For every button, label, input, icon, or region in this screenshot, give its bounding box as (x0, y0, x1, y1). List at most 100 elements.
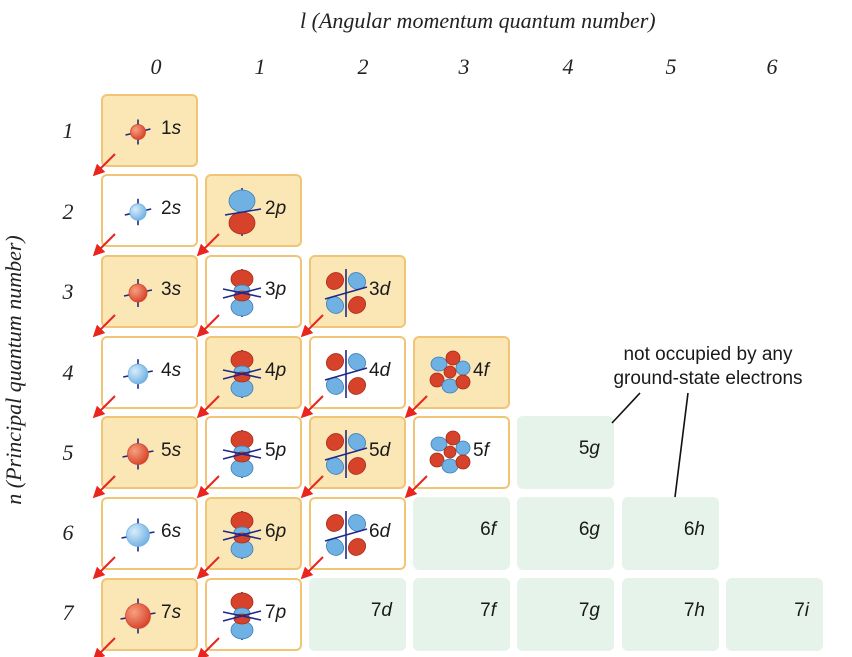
orbital-letter: p (275, 602, 287, 623)
orbital-shape-icon (324, 350, 368, 398)
orbital-n: 3 (369, 279, 380, 300)
orbital-shape-icon (121, 518, 155, 552)
orbital-cell-7h: 7h (622, 578, 719, 651)
orbital-letter: s (171, 360, 182, 381)
orbital-n: 6 (369, 521, 380, 542)
orbital-shape-icon (429, 430, 471, 474)
orbital-n: 2 (161, 198, 172, 219)
orbital-cell-7p: 7p (205, 578, 302, 651)
orbital-letter: p (275, 198, 287, 219)
orbital-n: 3 (161, 279, 172, 300)
orbital-letter: p (275, 440, 287, 461)
orbital-letter: p (275, 279, 287, 300)
n-value-label: 1 (62, 118, 74, 143)
orbital-n: 7 (578, 600, 590, 621)
orbital-shape-icon (120, 598, 156, 634)
orbital-shape-icon (224, 188, 262, 236)
orbital-label: 7s (161, 602, 181, 624)
orbital-letter: d (381, 600, 392, 621)
orbital-shape-icon (122, 438, 154, 470)
orbital-shape-icon (429, 350, 471, 394)
orbital-letter: s (171, 602, 182, 623)
orbital-n: 7 (265, 602, 276, 623)
orbital-label: 5g (579, 438, 600, 460)
orbital-n: 1 (161, 118, 172, 139)
orbital-shape-icon (324, 269, 368, 317)
orbital-n: 6 (578, 519, 590, 540)
orbital-letter: s (171, 279, 182, 300)
orbital-cell-1s: 1s (101, 94, 198, 167)
orbital-label: 6s (161, 521, 181, 543)
l-value-label: 1 (254, 54, 266, 79)
orbital-label: 1s (161, 118, 181, 140)
unoccupied-note: not occupied by any ground-state electro… (588, 343, 828, 391)
orbital-n: 3 (265, 279, 276, 300)
orbital-label: 6g (579, 519, 600, 541)
orbital-cell-6p: 6p (205, 497, 302, 570)
orbital-cell-2s: 2s (101, 174, 198, 247)
orbital-label: 5p (265, 440, 286, 462)
orbital-n: 4 (369, 360, 380, 381)
orbital-n: 4 (473, 360, 484, 381)
orbital-shape-icon (123, 359, 153, 389)
n-value-label: 2 (62, 199, 74, 224)
orbital-cell-5g: 5g (517, 416, 614, 489)
orbital-cell-6g: 6g (517, 497, 614, 570)
orbital-cell-5f: 5f (413, 416, 510, 489)
orbital-letter: s (171, 118, 182, 139)
orbital-label: 4f (473, 360, 489, 382)
orbital-cell-7s: 7s (101, 578, 198, 651)
orbital-n: 6 (161, 521, 172, 542)
orbital-letter: g (589, 438, 600, 459)
orbital-cell-4f: 4f (413, 336, 510, 409)
orbital-n: 5 (578, 438, 590, 459)
l-value-label: 6 (766, 54, 778, 79)
orbital-letter: f (490, 519, 496, 540)
orbital-cell-5p: 5p (205, 416, 302, 489)
orbital-label: 5d (369, 440, 390, 462)
orbital-shape-icon (124, 198, 152, 226)
orbital-label: 5s (161, 440, 181, 462)
orbital-shape-icon (222, 430, 262, 478)
n-value-label: 4 (62, 360, 74, 385)
n-value-label: 7 (62, 600, 74, 625)
orbital-n: 2 (265, 198, 276, 219)
orbital-n: 7 (794, 600, 805, 621)
orbital-shape-icon (125, 119, 151, 145)
orbital-shape-icon (324, 511, 368, 559)
orbital-n: 6 (683, 519, 695, 540)
orbital-label: 7p (265, 602, 286, 624)
orbital-n: 6 (265, 521, 276, 542)
orbital-cell-5d: 5d (309, 416, 406, 489)
orbital-cell-6h: 6h (622, 497, 719, 570)
orbital-letter: g (589, 519, 600, 540)
orbital-n: 7 (683, 600, 695, 621)
orbital-shape-icon (222, 511, 262, 559)
note-line-2: ground-state electrons (613, 368, 803, 389)
orbital-cell-7d: 7d (309, 578, 406, 651)
orbital-letter: d (379, 521, 391, 542)
orbital-label: 3p (265, 279, 286, 301)
orbital-label: 4s (161, 360, 181, 382)
l-value-label: 2 (357, 54, 369, 79)
l-value-label: 4 (562, 54, 574, 79)
orbital-letter: p (275, 360, 287, 381)
axis-l-title: l (Angular momentum quantum number) (300, 8, 656, 33)
orbital-n: 4 (265, 360, 276, 381)
n-value-label: 3 (62, 279, 74, 304)
orbital-label: 7i (794, 600, 809, 622)
orbital-letter: d (379, 279, 391, 300)
orbital-cell-4p: 4p (205, 336, 302, 409)
orbital-cell-3d: 3d (309, 255, 406, 328)
orbital-label: 7f (480, 600, 496, 622)
orbital-shape-icon (324, 430, 368, 478)
orbital-n: 5 (265, 440, 276, 461)
orbital-label: 4p (265, 360, 286, 382)
orbital-letter: i (804, 600, 809, 621)
orbital-label: 6f (480, 519, 496, 541)
orbital-letter: s (171, 521, 182, 542)
orbital-letter: f (483, 440, 489, 461)
orbital-shape-icon (222, 592, 262, 640)
orbital-label: 6d (369, 521, 390, 543)
